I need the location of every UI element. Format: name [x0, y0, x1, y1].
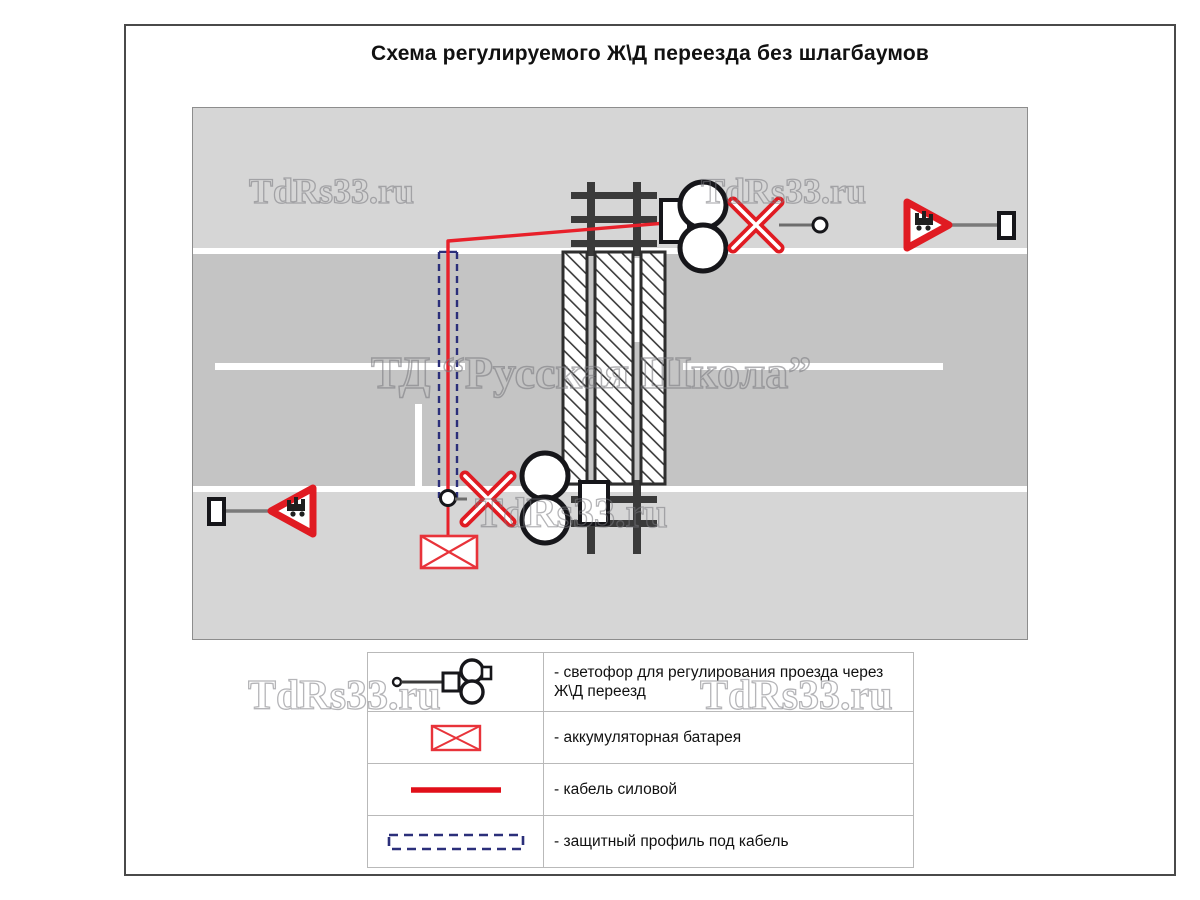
crossing-deck: [561, 250, 667, 486]
traffic-signal-upper: [659, 179, 729, 274]
legend-label: - аккумуляторная батарея: [554, 728, 742, 746]
road-markings: [215, 258, 943, 488]
st-andrews-cross-lower: [459, 470, 517, 528]
page-title: Схема регулируемого Ж\Д переезда без шла…: [370, 42, 930, 65]
legend-row: - защитный профиль под кабель: [368, 816, 913, 868]
power-cable: [446, 219, 691, 498]
legend-symbol-cell: [368, 712, 544, 763]
legend-table: - светофор для регулирования проезда чер…: [367, 652, 914, 868]
power-cable-icon: [410, 786, 501, 793]
legend-symbol-cell: [368, 816, 544, 868]
railway-track-upper: [571, 182, 657, 256]
legend-row: - аккумуляторная батарея: [368, 712, 913, 764]
battery-icon: [430, 724, 481, 751]
warning-sign-right: [903, 198, 999, 252]
post-right: [997, 211, 1016, 240]
signal-node-upper: [779, 216, 829, 234]
legend-label: - светофор для регулирования проезда чер…: [554, 663, 884, 700]
legend-label: - защитный профиль под кабель: [554, 833, 789, 851]
post-left: [207, 497, 226, 526]
warning-sign-left: [225, 484, 317, 538]
crossing-plan-view: TdRs33.ru TdRs33.ru ТД “Русская Школа” T…: [192, 107, 1028, 640]
battery: [419, 489, 479, 570]
legend-symbol-cell: [368, 653, 544, 711]
protective-conduit-icon: [387, 833, 524, 851]
st-andrews-cross-upper: [727, 196, 785, 254]
traffic-signal-lower: [519, 450, 610, 546]
legend-row: - кабель силовой: [368, 764, 913, 816]
legend-label: - кабель силовой: [554, 780, 678, 798]
legend-row: - светофор для регулирования проезда чер…: [368, 653, 913, 712]
legend-symbol-cell: [368, 764, 544, 815]
railway-signal-icon: [391, 658, 492, 705]
